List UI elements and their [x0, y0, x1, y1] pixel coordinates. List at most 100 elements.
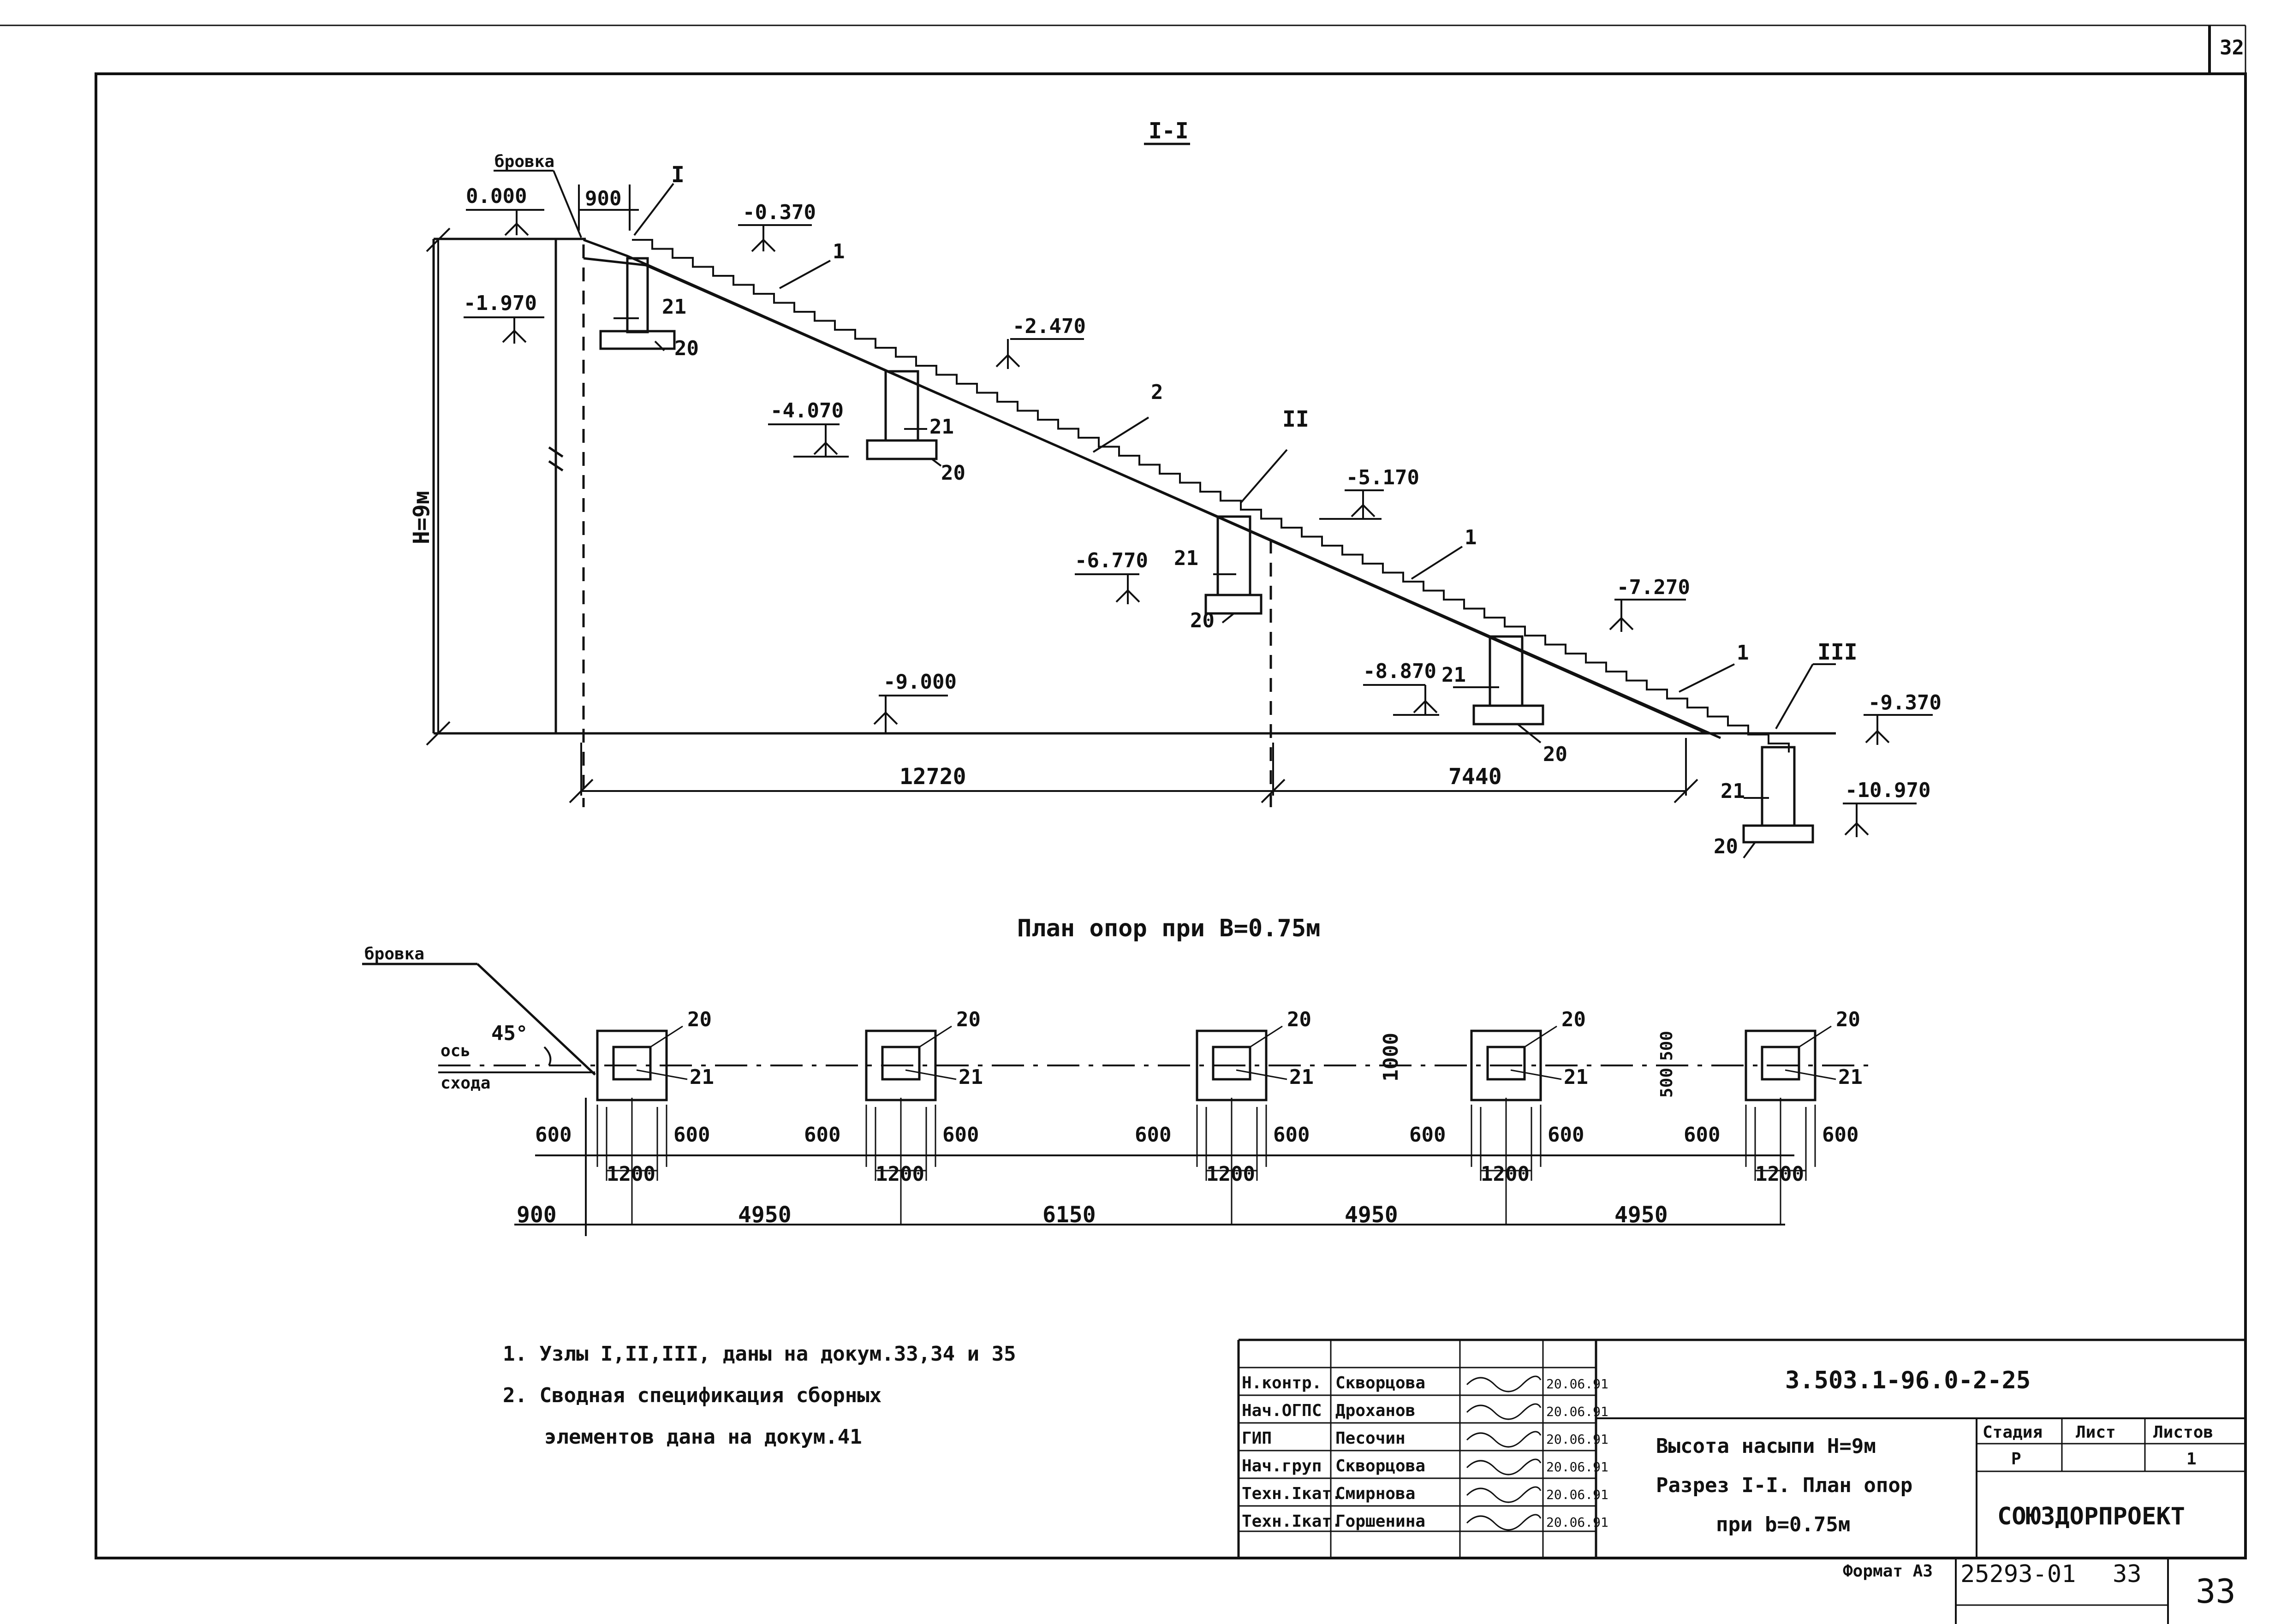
pad-width-dim: 1200	[1206, 1162, 1255, 1186]
notes: 1. Узлы I,II,III, даны на докум.33,34 и …	[503, 1342, 1016, 1449]
title-block	[1237, 1338, 2245, 1624]
el20-e: 20	[1714, 835, 1738, 858]
height-label: H=9м	[409, 491, 435, 544]
signer-date: 20.06.91	[1546, 1487, 1608, 1502]
callout-node-2: II	[1282, 406, 1309, 432]
pad-width-dim: 1200	[607, 1162, 655, 1186]
section-view: I-I	[409, 118, 1933, 859]
pad-label-20: 20	[1836, 1008, 1860, 1031]
pad-half-dim-2: 500	[1657, 1068, 1676, 1098]
pad-label-20: 20	[1287, 1008, 1311, 1031]
pad-side-dim-left: 600	[1409, 1123, 1446, 1147]
stage-value: Р	[2011, 1450, 2021, 1469]
level-4: -4.070	[770, 399, 844, 422]
callout-flight-2: 2	[1151, 381, 1163, 404]
sheets-header: Листов	[2153, 1423, 2213, 1442]
edge-label-section: бровка	[494, 152, 554, 171]
signer-date: 20.06.91	[1546, 1432, 1608, 1447]
organization: СОЮЗДОРПРОЕКТ	[1997, 1503, 2185, 1530]
el21-a: 21	[662, 295, 686, 319]
signer-role: Техн.Iкат.	[1242, 1512, 1342, 1531]
signer-date: 20.06.91	[1546, 1404, 1608, 1419]
signer-name: Песочин	[1335, 1429, 1406, 1448]
el21-b: 21	[929, 415, 954, 439]
spacing-2: 6150	[1042, 1202, 1096, 1228]
signature-scribble	[1466, 1431, 1542, 1448]
pad-label-21: 21	[690, 1065, 714, 1089]
plan-view: План опор при В=0.75м бровка ось схода 4…	[362, 915, 1873, 1236]
sheet-header: Лист	[2076, 1423, 2116, 1442]
page-number: 33	[2196, 1572, 2236, 1611]
level-5: -5.170	[1346, 466, 1419, 489]
el20-a: 20	[674, 337, 699, 360]
dim-7440: 7440	[1448, 764, 1502, 790]
pad-side-dim-right: 600	[1273, 1123, 1310, 1147]
pad-side-dim-left: 600	[535, 1123, 572, 1147]
level-2: -1.970	[464, 291, 537, 315]
desc-line-1: Высота насыпи H=9м	[1656, 1434, 1876, 1458]
pad-label-21: 21	[1564, 1065, 1588, 1089]
inventory-page: 33	[2113, 1560, 2142, 1588]
spacing-1: 4950	[738, 1202, 792, 1228]
el21-c: 21	[1174, 547, 1198, 570]
level-3: -2.470	[1012, 315, 1086, 338]
inventory-no: 25293-01	[1960, 1560, 2076, 1588]
desc-line-3: при b=0.75м	[1716, 1513, 1850, 1536]
level-0: 0.000	[466, 184, 527, 208]
el21-e: 21	[1721, 779, 1745, 803]
pad-label-20: 20	[687, 1008, 712, 1031]
sheets-value: 1	[2186, 1450, 2197, 1469]
signer-name: Смирнова	[1335, 1484, 1415, 1503]
doc-code: 3.503.1-96.0-2-25	[1785, 1367, 2031, 1394]
pad-width-dim: 1200	[1755, 1162, 1804, 1186]
signer-role: Нач.груп	[1242, 1457, 1322, 1475]
signer-role: Техн.Iкат.	[1242, 1484, 1342, 1503]
level-1: -0.370	[743, 201, 816, 224]
signer-date: 20.06.91	[1546, 1459, 1608, 1475]
pad-label-20: 20	[956, 1008, 981, 1031]
signature-scribble	[1466, 1403, 1542, 1420]
callout-flight-1: 1	[833, 240, 845, 263]
drawing-frame	[95, 72, 2247, 1559]
pad-side-dim-left: 600	[1135, 1123, 1171, 1147]
signer-name: Горшенина	[1335, 1512, 1425, 1531]
plan-angle: 45°	[491, 1022, 528, 1045]
pad-side-dim-left: 600	[804, 1123, 840, 1147]
pad-label-21: 21	[959, 1065, 983, 1089]
note-1: 1. Узлы I,II,III, даны на докум.33,34 и …	[503, 1342, 1016, 1366]
format-label: Формат А3	[1843, 1562, 1933, 1581]
signer-name: Скворцова	[1335, 1457, 1425, 1475]
pad-height-dim: 1000	[1379, 1033, 1403, 1082]
pad-side-dim-right: 600	[1822, 1123, 1858, 1147]
pad-label-20: 20	[1561, 1008, 1586, 1031]
signer-role: Нач.ОГПС	[1242, 1401, 1322, 1420]
dim-12720: 12720	[899, 764, 966, 790]
section-labels: бровка 900 12720 7440 0.000 -0.370 -1.97…	[464, 152, 1942, 858]
pad-width-dim: 1200	[1481, 1162, 1530, 1186]
callout-node-3: III	[1817, 639, 1858, 665]
pad-side-dim-right: 600	[1548, 1123, 1584, 1147]
plan-axis-label-2: схода	[441, 1074, 490, 1093]
note-2a: 2. Сводная спецификация сборных	[503, 1384, 881, 1407]
signature-scribble	[1466, 1514, 1542, 1531]
level-9: -9.000	[883, 670, 957, 694]
dim-900-top: 900	[585, 187, 621, 210]
signer-date: 20.06.91	[1546, 1376, 1608, 1392]
level-6: -6.770	[1075, 549, 1148, 572]
pad-width-dim: 1200	[876, 1162, 924, 1186]
level-7: -7.270	[1617, 576, 1690, 599]
pad-label-21: 21	[1838, 1065, 1863, 1089]
signer-role: ГИП	[1242, 1429, 1272, 1448]
signer-name: Дроханов	[1335, 1401, 1415, 1420]
el20-b: 20	[941, 461, 965, 485]
callout-flight-3: 1	[1465, 526, 1477, 549]
plan-edge-label: бровка	[364, 945, 424, 964]
spacing-0: 900	[517, 1202, 557, 1228]
signature-scribble	[1466, 1375, 1542, 1392]
stage-header: Стадия	[1983, 1423, 2043, 1442]
signer-date: 20.06.91	[1546, 1515, 1608, 1530]
spacing-4: 4950	[1614, 1202, 1668, 1228]
level-8: -8.870	[1363, 660, 1436, 683]
